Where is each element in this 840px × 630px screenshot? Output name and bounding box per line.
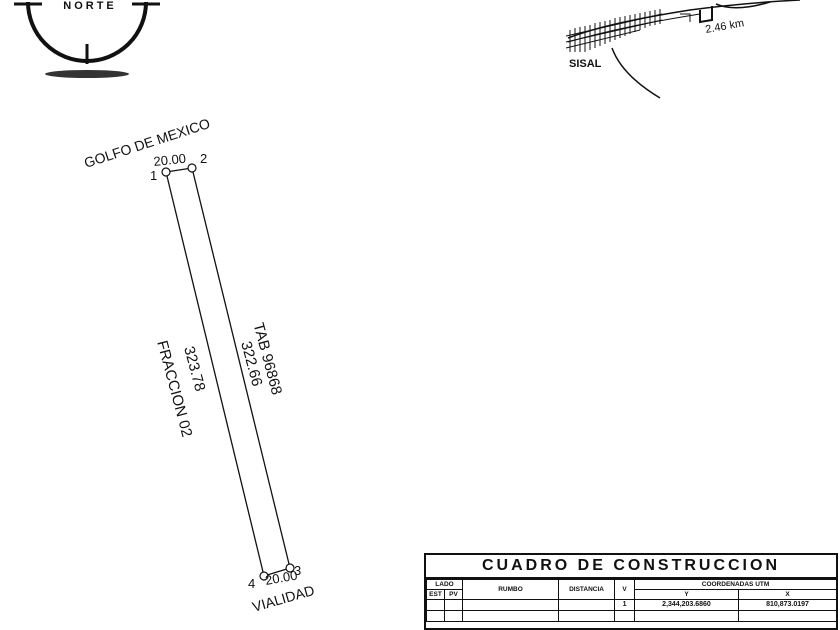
header-distancia: DISTANCIA [558,579,616,600]
town-grid [565,9,663,52]
cell-v: 1 [614,599,636,611]
road-label: VIALIDAD [250,582,316,615]
lot-marker [680,13,691,22]
cell-empty [558,610,616,622]
cell-empty [614,610,636,622]
compass-shadow [45,70,129,78]
access-road [611,47,661,99]
table-title: CUADRO DE CONSTRUCCION [426,555,836,579]
side-4-1 [165,171,265,577]
left-length-label: 323.78 [180,344,208,393]
cell-empty [634,610,740,622]
top-width-label: 20.00 [153,151,187,169]
header-lado: LADO [426,579,464,590]
vertex-label-2: 2 [200,151,207,166]
construction-table: CUADRO DE CONSTRUCCION LADO RUMBO DISTAN… [424,553,838,630]
bottom-width-label: 20.00 [264,568,299,588]
header-x: X [738,589,836,600]
town-label: SISAL [569,58,602,70]
vertex-label-4: 4 [248,576,255,591]
header-row-1: LADO RUMBO DISTANCIA V COORDENADAS UTM [426,579,836,600]
table-grid: LADO RUMBO DISTANCIA V COORDENADAS UTM E… [426,579,836,622]
cell-y: 2,344,203.6860 [634,599,740,611]
road-segment [699,6,713,24]
header-v: V [614,579,636,600]
north-label: NORTE [63,0,117,12]
vertex-marker-4 [259,571,269,581]
lot-polygon [161,163,295,581]
coastline-inner [567,13,701,43]
cell-empty [462,610,560,622]
location-map [565,0,801,99]
cell-x: 810,873.0197 [738,599,836,611]
sea-label: GOLFO DE MEXICO [82,115,212,171]
header-y: Y [634,589,740,600]
road-curve [715,1,771,9]
header-coords: COORDENADAS UTM [634,579,836,590]
vertex-label-1: 1 [150,168,157,183]
header-pv: PV [443,589,464,600]
vertex-label-3: 3 [294,563,301,578]
cell-distancia [558,599,616,611]
table-row [426,610,836,622]
cell-est [426,599,445,611]
coastline [567,0,801,39]
cell-empty [443,610,464,622]
cell-empty [426,610,445,622]
north-arrow: NORTE [14,0,160,78]
vertex-marker-1 [161,167,171,177]
table-row: 1 2,344,203.6860 810,873.0197 [426,599,836,611]
cell-empty [738,610,836,622]
header-est: EST [426,589,445,600]
cell-pv [443,599,464,611]
cell-rumbo [462,599,560,611]
header-rumbo: RUMBO [462,579,560,600]
side-2-3 [191,167,291,569]
vertex-marker-3 [285,563,295,573]
vertex-marker-2 [187,163,197,173]
